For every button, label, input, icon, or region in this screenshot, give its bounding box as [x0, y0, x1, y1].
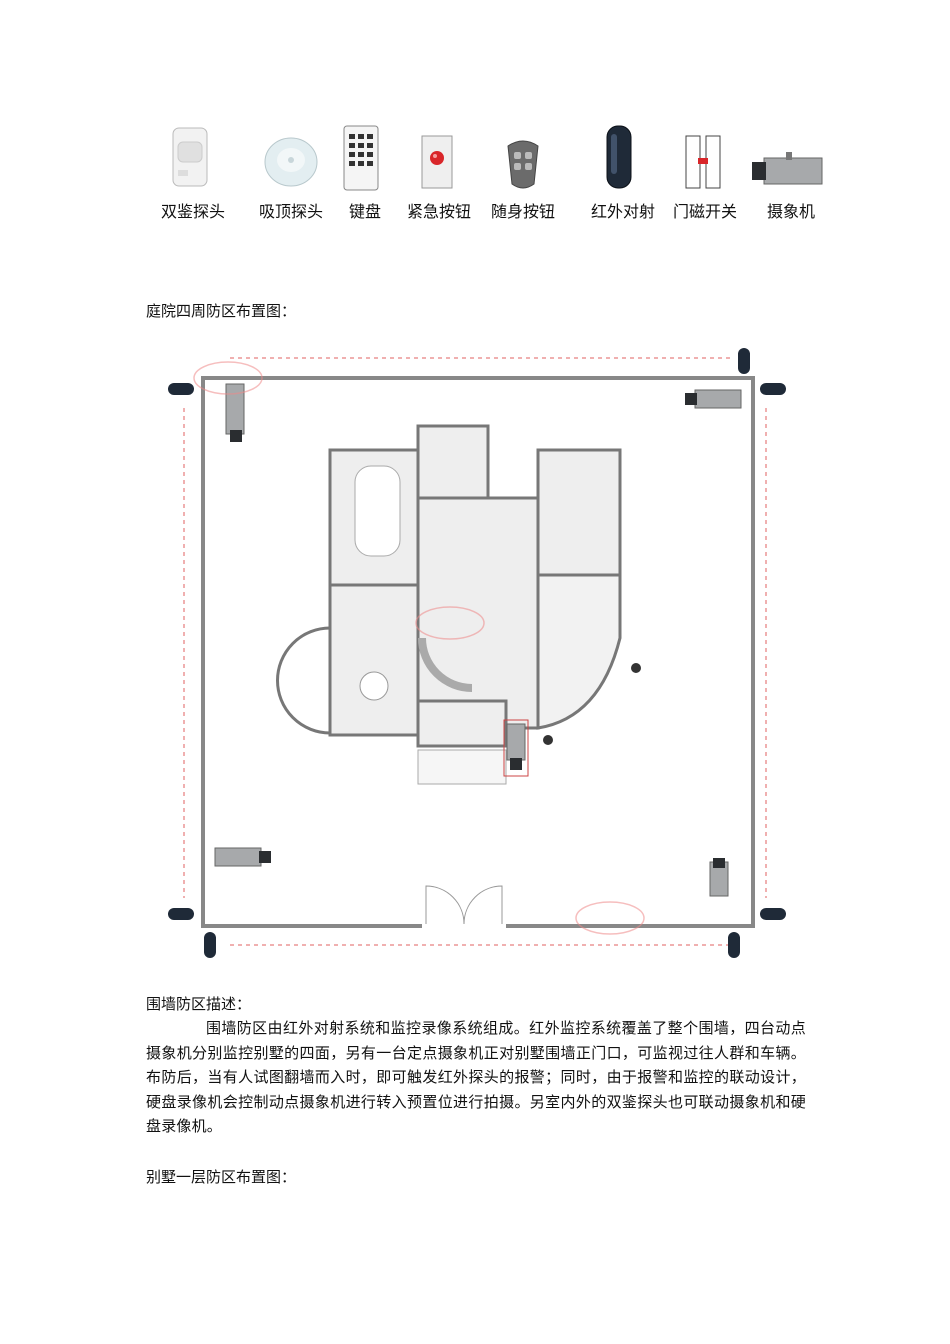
wall-description-body: 围墙防区由红外对射系统和监控录像系统组成。红外监控系统覆盖了整个围墙，四台动点摄…: [146, 1019, 806, 1135]
section-title-wall-description: 围墙防区描述：: [146, 995, 252, 1013]
camera-icon: [752, 152, 823, 185]
ceiling-detector-icon: [264, 137, 318, 187]
legend-label: 键盘: [348, 202, 381, 221]
section-title-courtyard: 庭院四周防区布置图：: [146, 302, 297, 320]
legend-item: 紧急按钮: [394, 118, 484, 226]
legend-item: 随身按钮: [478, 118, 568, 226]
legend-item: 摄象机: [746, 118, 836, 226]
courtyard-zone-plan: [168, 348, 786, 958]
legend-label: 双鉴探头: [160, 202, 225, 221]
legend-item: 键盘: [320, 118, 410, 226]
legend-item: 红外对射: [578, 118, 668, 226]
panic-button-icon: [421, 135, 453, 189]
remote-fob-icon: [507, 140, 539, 189]
legend-item: 门磁开关: [660, 118, 750, 226]
legend-item: 吸顶探头: [246, 118, 336, 226]
door-contact-icon: [685, 135, 721, 189]
legend-label: 摄象机: [766, 202, 815, 221]
infrared-beam-icon: [606, 125, 632, 189]
legend-label: 门磁开关: [672, 202, 737, 221]
section-title-first-floor: 别墅一层防区布置图：: [146, 1168, 297, 1186]
legend-label: 吸顶探头: [258, 202, 323, 221]
legend-label: 紧急按钮: [406, 202, 471, 221]
legend-label: 红外对射: [590, 202, 655, 221]
legend-item: 双鉴探头: [148, 118, 238, 226]
device-legend: 双鉴探头 吸顶探头 键盘 紧急按钮: [148, 118, 828, 226]
dual-tech-detector-icon: [172, 127, 208, 187]
legend-label: 随身按钮: [490, 202, 555, 221]
keypad-icon: [343, 125, 379, 191]
